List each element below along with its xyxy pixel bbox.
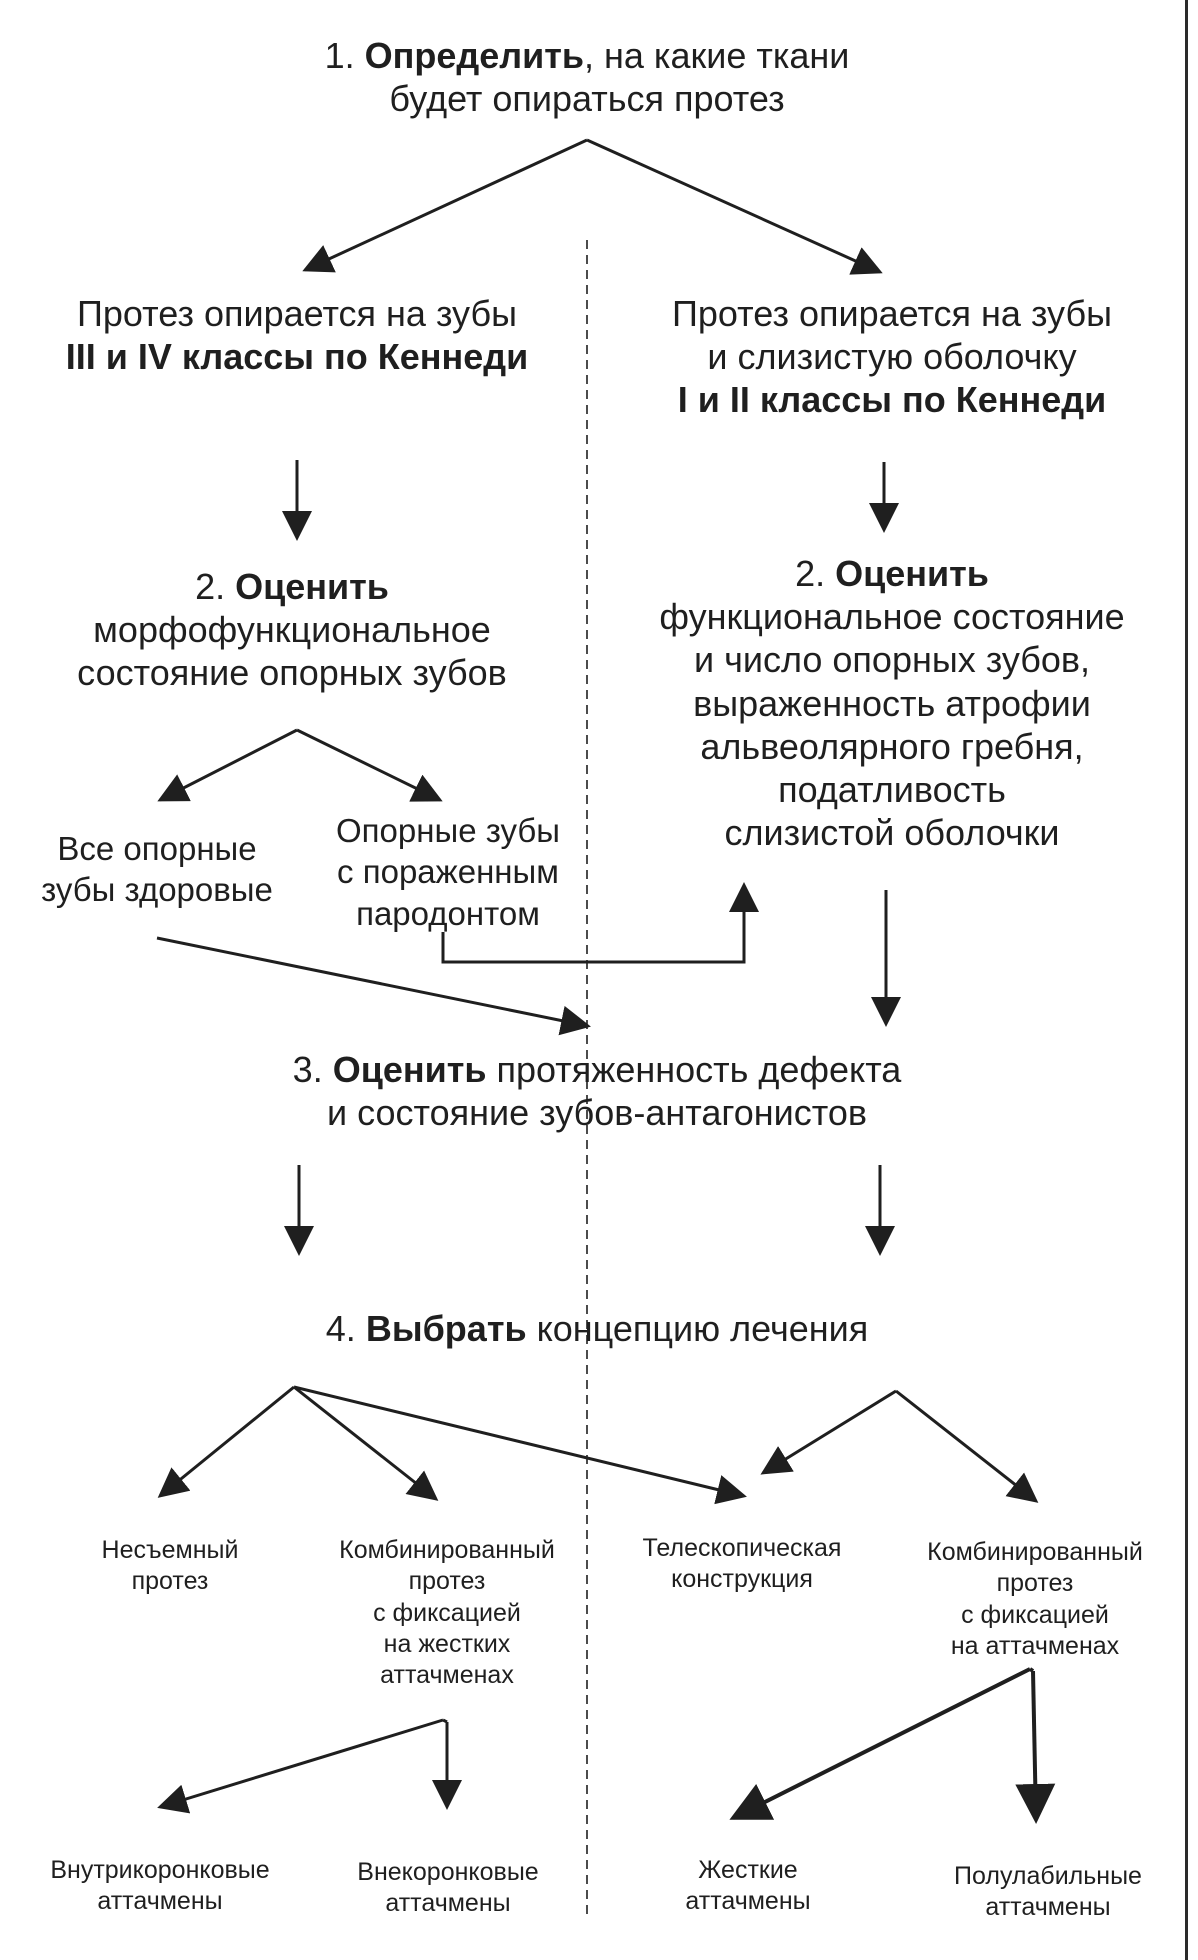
arrow-att-rigid (729, 1667, 1031, 1820)
rigid-attachments: Жесткие аттачмены (685, 1855, 810, 1918)
step-3-verb: Оценить (332, 1049, 487, 1090)
step-2-right: 2. Оценить функциональное состояние и чи… (659, 552, 1124, 854)
left-support-line1: Протез опирается на зубы (77, 293, 517, 334)
arrow-att-semilabile (1015, 1670, 1056, 1824)
right-support-line1: Протез опирается на зубы (672, 293, 1112, 334)
combined-att-line3: с фиксацией (961, 1600, 1109, 1629)
affected-line1: Опорные зубы (336, 812, 560, 849)
telescopic-line2: конструкция (671, 1565, 813, 1594)
semilabile-line1: Полулабильные (954, 1862, 1142, 1890)
option-combined-rigid: Комбинированный протез с фиксацией на же… (339, 1535, 555, 1691)
semilabile-attachments: Полулабильные аттачмены (954, 1861, 1142, 1924)
combined-att-line4: на аттачменах (950, 1631, 1120, 1660)
intracoronal-attachments: Внутрикоронковые аттачмены (50, 1855, 269, 1918)
step-4-rest: концепцию лечения (526, 1308, 869, 1349)
step-2-right-line2: функциональное состояние (659, 596, 1125, 638)
step-2-left-line3: состояние опорных зубов (77, 652, 507, 694)
step-3: 3. Оценить протяженность дефекта и состо… (293, 1048, 902, 1134)
fixed-line2: протез (131, 1567, 209, 1596)
fixed-line1: Несъемный (101, 1536, 239, 1564)
step-2-right-verb: Оценить (835, 553, 989, 594)
step-1-line2: будет опираться протез (389, 78, 785, 120)
arrow-s1-right (586, 138, 883, 275)
step-3-rest: протяженность дефекта (486, 1049, 902, 1090)
healthy-teeth-line1: Все опорные (57, 830, 257, 867)
telescopic-line1: Телескопическая (642, 1534, 842, 1562)
arrow-att-connector (1028, 1667, 1035, 1673)
step-2-right-line4: выраженность атрофии (693, 682, 1091, 724)
step-1: 1. Определить, на какие ткани будет опир… (325, 34, 850, 120)
extracoronal-line1: Внекоронковые (357, 1858, 539, 1886)
option-telescopic: Телескопическая конструкция (643, 1533, 842, 1596)
arrow-s4-telescopic (293, 1385, 747, 1505)
arrow-s4-combined-rigid (293, 1385, 439, 1501)
combined-rigid-line1: Комбинированный (339, 1536, 555, 1564)
step-1-number: 1. (324, 35, 355, 76)
arrow-rigid-extracoronal-connector (442, 1718, 448, 1724)
right-support: Протез опирается на зубы и слизистую обо… (672, 292, 1112, 422)
arrow-healthy-to-s3 (156, 936, 591, 1036)
right-support-class: I и II классы по Кеннеди (677, 379, 1107, 421)
step-2-left-line2: морфофункциональное (93, 609, 491, 651)
arrow-s2-healthy (157, 728, 298, 802)
step-2-left: 2. Оценить морфофункциональное состояние… (77, 565, 507, 695)
semilabile-line2: аттачмены (985, 1893, 1111, 1922)
healthy-teeth: Все опорные зубы здоровые (41, 828, 273, 911)
step-4-number: 4. (325, 1308, 356, 1349)
combined-att-line2: протез (996, 1569, 1074, 1598)
affected-line2: с пораженным (337, 853, 559, 891)
extracoronal-line2: аттачмены (385, 1889, 511, 1918)
arrow-rigid-intracoronal (157, 1718, 444, 1814)
step-4: 4. Выбрать концепцию лечения (326, 1307, 868, 1350)
step-2-right-line7: слизистой оболочки (724, 812, 1060, 854)
step-2-left-verb: Оценить (235, 566, 389, 607)
right-support-line2: и слизистую оболочку (707, 336, 1077, 378)
step-2-left-number: 2. (195, 566, 226, 607)
arrow-s1-left (302, 138, 588, 273)
page-edge-rule (1185, 0, 1188, 1960)
combined-rigid-line4: на жестких (383, 1629, 511, 1658)
combined-rigid-line3: с фиксацией (373, 1598, 521, 1627)
step-2-right-line3: и число опорных зубов, (693, 639, 1090, 681)
step-3-line2: и состояние зубов-антагонистов (326, 1092, 867, 1134)
affected-line3: пародонтом (356, 894, 540, 932)
extracoronal-attachments: Внекоронковые аттачмены (357, 1857, 538, 1920)
intracoronal-line1: Внутрикоронковые (50, 1856, 270, 1884)
option-combined-attachments: Комбинированный протез с фиксацией на ат… (927, 1537, 1143, 1662)
arrow-s2-affected (296, 728, 443, 802)
arrow-right-combined (895, 1389, 1039, 1503)
step-4-verb: Выбрать (365, 1308, 527, 1349)
affected-periodontium: Опорные зубы с пораженным пародонтом (336, 810, 560, 934)
step-2-right-line5: альвеолярного гребня, (700, 725, 1084, 767)
left-support-class: III и IV классы по Кеннеди (65, 336, 529, 378)
step-2-right-line6: податливость (778, 768, 1006, 810)
combined-att-line1: Комбинированный (927, 1538, 1143, 1566)
step-3-number: 3. (292, 1049, 323, 1090)
healthy-teeth-line2: зубы здоровые (41, 871, 273, 909)
option-fixed-prosthesis: Несъемный протез (102, 1535, 239, 1598)
step-2-right-number: 2. (795, 553, 826, 594)
combined-rigid-line5: аттачменах (380, 1661, 514, 1689)
arrow-affected-to-right-s2 (441, 882, 759, 964)
left-support: Протез опирается на зубы III и IV классы… (66, 292, 529, 378)
step-1-rest: , на какие ткани (584, 35, 850, 76)
rigid-line2: аттачмены (685, 1887, 811, 1916)
step-1-verb: Определить (364, 35, 585, 76)
arrow-s4-fixed (157, 1385, 295, 1498)
intracoronal-line2: аттачмены (97, 1887, 223, 1916)
combined-rigid-line2: протез (408, 1567, 486, 1596)
arrow-right-telescopic (760, 1389, 897, 1475)
rigid-line1: Жесткие (698, 1856, 798, 1884)
